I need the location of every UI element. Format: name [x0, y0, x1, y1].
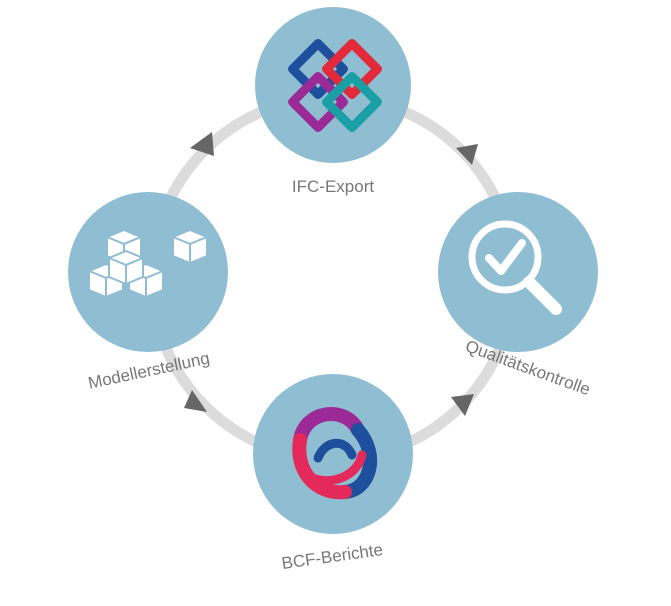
node-quality-control: Qualitätskontrolle — [438, 192, 598, 399]
arrow-icon — [451, 394, 474, 416]
arrow-icon — [190, 132, 214, 156]
cubes-icon — [86, 228, 210, 299]
node-circle — [253, 374, 413, 534]
ifc-logo-icon — [288, 39, 382, 132]
node-bcf-reports: BCF-Berichte — [253, 374, 413, 573]
node-ifc-export: IFC-Export — [255, 7, 411, 196]
node-model-creation: Modellerstellung — [68, 192, 228, 393]
node-circle — [438, 192, 598, 352]
bcf-logo-icon — [292, 407, 378, 500]
node-label: IFC-Export — [292, 177, 374, 196]
arrow-icon — [184, 390, 207, 412]
magnifier-check-icon — [468, 220, 562, 315]
arrow-icon — [456, 144, 478, 165]
node-label: BCF-Berichte — [280, 540, 384, 573]
